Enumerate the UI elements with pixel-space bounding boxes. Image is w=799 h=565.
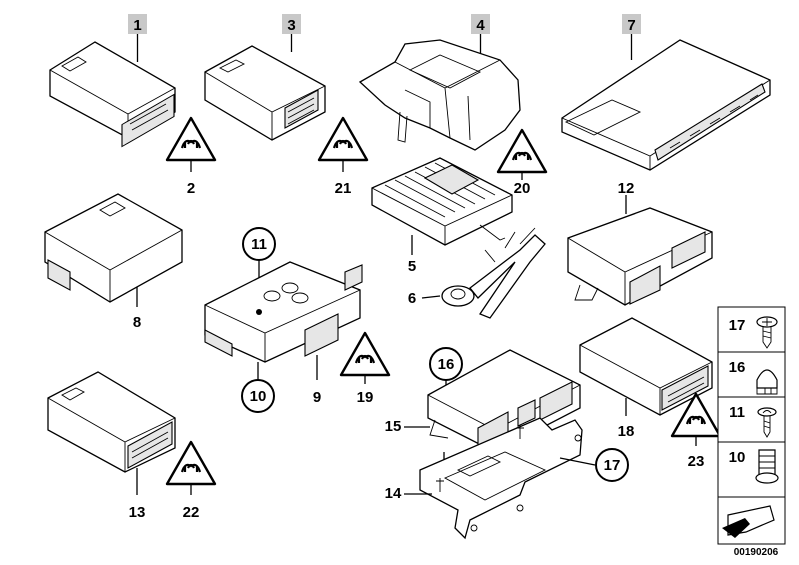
- label-14[interactable]: 14: [385, 485, 402, 502]
- label-23[interactable]: 23: [688, 453, 705, 470]
- part-12-module[interactable]: [567, 207, 713, 306]
- legend-item-10[interactable]: 10: [729, 449, 746, 466]
- label-10[interactable]: 10: [241, 379, 275, 413]
- warning-triangle-icon: [496, 128, 548, 174]
- warning-triangle-icon: [339, 331, 391, 377]
- part-9-module[interactable]: [204, 261, 363, 363]
- part-4-bracket[interactable]: [358, 39, 521, 151]
- label-4[interactable]: 4: [471, 14, 490, 34]
- label-5[interactable]: 5: [408, 258, 416, 275]
- rivet-icon: [757, 407, 777, 438]
- svg-text:3: 3: [287, 17, 295, 34]
- legend-item-11[interactable]: 11: [729, 404, 745, 421]
- screw-icon: [756, 316, 778, 349]
- warning-triangle-icon: [165, 116, 217, 162]
- fastener-legend: 17 16 11 10: [717, 306, 786, 545]
- cap-nut-icon: [756, 369, 778, 395]
- part-13-module[interactable]: [47, 371, 176, 473]
- label-13[interactable]: 13: [129, 504, 146, 521]
- label-7[interactable]: 7: [622, 14, 641, 34]
- svg-text:16: 16: [438, 356, 455, 373]
- label-17-callout[interactable]: 17: [595, 448, 629, 482]
- svg-text:1: 1: [133, 17, 141, 34]
- label-15[interactable]: 15: [385, 418, 402, 435]
- label-6[interactable]: 6: [408, 290, 416, 307]
- label-8[interactable]: 8: [133, 314, 141, 331]
- label-2[interactable]: 2: [187, 180, 195, 197]
- legend-item-17[interactable]: 17: [729, 317, 746, 334]
- svg-text:4: 4: [476, 17, 485, 34]
- warning-triangle-icon: [317, 116, 369, 162]
- part-14-plate[interactable]: [419, 417, 583, 540]
- label-12[interactable]: 12: [618, 180, 635, 197]
- part-3-module[interactable]: [204, 45, 326, 141]
- label-1[interactable]: 1: [128, 14, 147, 34]
- part-6-clip[interactable]: [441, 227, 546, 319]
- label-19[interactable]: 19: [357, 389, 374, 406]
- label-22[interactable]: 22: [183, 504, 200, 521]
- svg-text:11: 11: [251, 236, 267, 253]
- label-20[interactable]: 20: [514, 180, 531, 197]
- legend-item-16[interactable]: 16: [729, 359, 746, 376]
- label-21[interactable]: 21: [335, 180, 352, 197]
- part-1-module[interactable]: [49, 41, 176, 148]
- label-3[interactable]: 3: [282, 14, 301, 34]
- svg-text:10: 10: [250, 388, 267, 405]
- label-11[interactable]: 11: [242, 227, 276, 261]
- label-16[interactable]: 16: [429, 347, 463, 381]
- svg-text:7: 7: [627, 17, 635, 34]
- svg-text:17: 17: [604, 457, 621, 474]
- diagram-id: 00190206: [734, 547, 779, 558]
- part-8-module[interactable]: [44, 193, 183, 303]
- part-5-finned-unit[interactable]: [371, 157, 513, 246]
- label-9[interactable]: 9: [313, 389, 321, 406]
- label-18[interactable]: 18: [618, 423, 635, 440]
- arrow-icon: [722, 505, 775, 538]
- part-7-long-module[interactable]: [561, 39, 771, 171]
- part-18-module[interactable]: [579, 317, 713, 416]
- stud-icon: [755, 449, 779, 484]
